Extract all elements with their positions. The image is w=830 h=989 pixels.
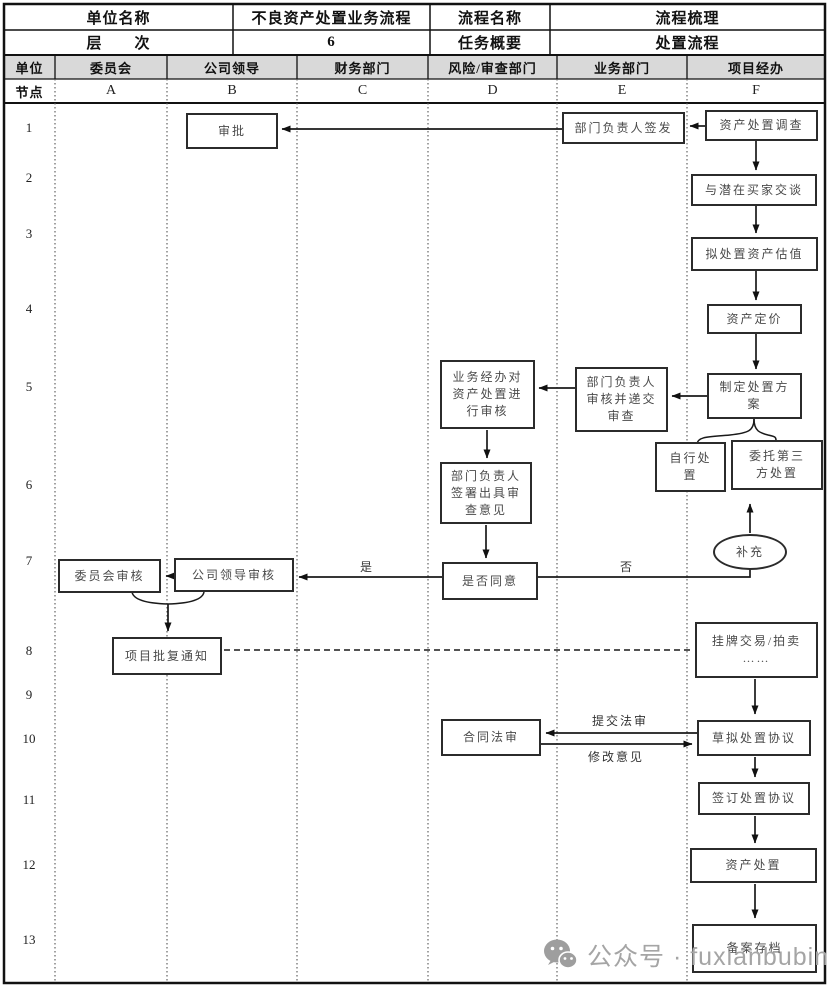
edge-label-submit-legal: 提交法审 — [592, 714, 649, 728]
flow-node-approve: 审批 — [186, 113, 278, 149]
lane-finance-dept: 财务部门 — [334, 60, 391, 76]
row-number-13: 13 — [22, 932, 36, 947]
lane-letter-f: F — [752, 83, 760, 98]
flow-node-asset-disposal-investigation: 资产处置调查 — [705, 110, 818, 141]
unit-name-value: 不良资产处置业务流程 — [251, 10, 412, 27]
flow-node-self-disposal: 自行处 置 — [655, 442, 726, 492]
flow-node-agree-decision: 是否同意 — [442, 562, 538, 600]
lane-letter-e: E — [617, 83, 627, 98]
flow-node-make-disposal-plan: 制定处置方 案 — [707, 373, 802, 419]
watermark-text: 公众号 · fuxianbubin — [587, 943, 830, 971]
level-value: 6 — [327, 34, 336, 50]
unit-name-label: 单位名称 — [86, 10, 151, 27]
row-number-4: 4 — [25, 301, 33, 316]
task-summary-label: 任务概要 — [457, 36, 522, 52]
lane-company-leaders: 公司领导 — [203, 60, 260, 76]
watermark: 公众号 · fuxianbubin — [541, 936, 829, 974]
lane-letter-d: D — [487, 83, 498, 98]
flow-node-asset-pricing: 资产定价 — [707, 304, 802, 334]
row-number-3: 3 — [25, 226, 33, 241]
row-number-7: 7 — [25, 553, 33, 568]
edge-label-no: 否 — [620, 560, 635, 574]
flow-node-dept-head-sign-issue: 部门负责人签发 — [562, 112, 685, 144]
flow-node-company-leader-review: 公司领导审核 — [174, 558, 294, 592]
lane-letter-b: B — [227, 83, 237, 98]
lane-business-dept: 业务部门 — [593, 60, 650, 76]
lane-risk-review-dept: 风险/审查部门 — [448, 60, 537, 76]
flow-node-draft-disposal-agreement: 草拟处置协议 — [697, 720, 811, 756]
row-number-12: 12 — [22, 857, 36, 872]
process-name-value: 流程梳理 — [655, 10, 720, 27]
row-number-1: 1 — [25, 120, 33, 135]
flow-node-project-approval-notice: 项目批复通知 — [112, 637, 222, 675]
wechat-icon — [541, 936, 579, 974]
edge-label-feedback: 修改意见 — [588, 750, 645, 764]
row-number-10: 10 — [22, 731, 36, 746]
flow-node-filing-archive: 备案存档 — [692, 924, 817, 973]
flow-node-talk-with-potential-buyers: 与潜在买家交谈 — [691, 174, 817, 206]
lane-committee: 委员会 — [89, 60, 132, 76]
lane-letter-a: A — [105, 83, 117, 98]
flow-node-listing-auction: 挂牌交易/拍卖 …… — [695, 622, 818, 678]
edge-label-yes: 是 — [360, 560, 375, 574]
row-number-8: 8 — [25, 643, 33, 658]
flow-node-committee-review: 委员会审核 — [58, 559, 161, 593]
row-number-9: 9 — [25, 687, 33, 702]
row-number-11: 11 — [22, 792, 36, 807]
process-name-label: 流程名称 — [457, 10, 522, 27]
node-column-header: 节点 — [15, 84, 44, 100]
level-label: 层 次 — [86, 36, 151, 52]
flow-node-asset-disposal: 资产处置 — [690, 848, 817, 883]
lane-letter-c: C — [357, 83, 368, 98]
task-summary-value: 处置流程 — [655, 36, 720, 52]
flow-node-dept-head-sign-opinion: 部门负责人 签署出具审 查意见 — [440, 462, 532, 524]
row-number-2: 2 — [25, 170, 33, 185]
flow-node-sign-disposal-agreement: 签订处置协议 — [698, 782, 810, 815]
flow-node-dept-head-review-submit: 部门负责人 审核并递交 审查 — [575, 367, 668, 432]
row-number-5: 5 — [25, 379, 33, 394]
flow-node-supplement: 补充 — [713, 534, 787, 570]
flow-node-asset-valuation: 拟处置资产估值 — [691, 237, 818, 271]
flow-node-third-party-disposal: 委托第三 方处置 — [731, 440, 823, 490]
row-number-6: 6 — [25, 477, 33, 492]
lane-project-handler: 项目经办 — [727, 60, 784, 76]
lane-header-band — [4, 55, 825, 79]
unit-column-header: 单位 — [15, 60, 44, 76]
flow-node-business-handler-review: 业务经办对 资产处置进 行审核 — [440, 360, 535, 429]
flow-node-contract-legal-review: 合同法审 — [441, 719, 541, 756]
